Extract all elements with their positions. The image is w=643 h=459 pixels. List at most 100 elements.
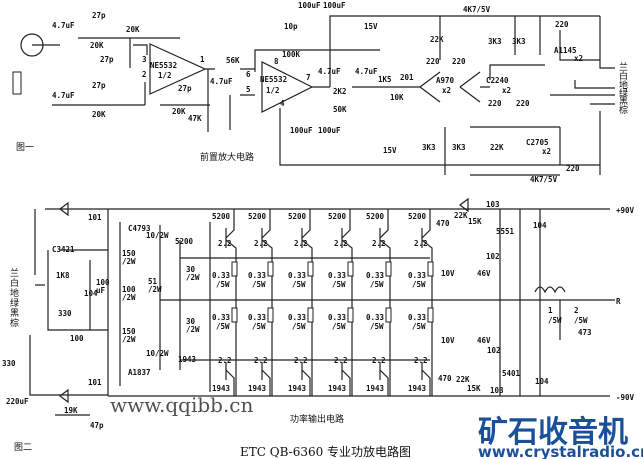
component-label: 3K3 bbox=[422, 143, 436, 152]
component-label: 100uF bbox=[318, 126, 341, 135]
component-label: x2 bbox=[502, 86, 511, 95]
component-label: 104 bbox=[535, 377, 549, 386]
emitter-resistor-rating: /5W bbox=[332, 322, 346, 331]
base-resistor-label: 2.2 bbox=[334, 239, 348, 248]
emitter-resistor bbox=[385, 261, 392, 277]
emitter-resistor-rating: /5W bbox=[370, 322, 384, 331]
component-label: /5W bbox=[574, 316, 588, 325]
emitter-resistor bbox=[267, 307, 274, 323]
component-label: 220 bbox=[516, 99, 530, 108]
base-resistor-label: 2.2 bbox=[254, 239, 268, 248]
output-transistor-pair bbox=[301, 209, 313, 396]
component-label: 220 bbox=[426, 57, 440, 66]
component-label: 473 bbox=[578, 328, 592, 337]
component-label: 100 bbox=[96, 278, 110, 287]
figure-caption-2: 图二 bbox=[14, 442, 32, 453]
component-label: 46V bbox=[477, 336, 491, 345]
base-resistor-label: 2.2 bbox=[414, 239, 428, 248]
component-label: 5 bbox=[246, 85, 251, 94]
diode-icon bbox=[459, 197, 469, 213]
component-label: 8 bbox=[274, 57, 279, 66]
component-label: 1/2 bbox=[158, 71, 172, 80]
component-label: 1 bbox=[200, 55, 205, 64]
component-label: C2240 bbox=[486, 76, 509, 85]
component-label: 470 bbox=[438, 374, 452, 383]
watermark-crystalradio: www.crystalradio.cn bbox=[478, 443, 643, 459]
component-label: 15K bbox=[467, 384, 481, 393]
component-label: 51 bbox=[148, 277, 158, 286]
component-label: /5W bbox=[548, 316, 562, 325]
diode-icon bbox=[59, 388, 69, 404]
transistor-label-5200: 5200 bbox=[248, 212, 267, 221]
component-label: 100uF bbox=[290, 126, 313, 135]
component-label: 1K5 bbox=[378, 75, 392, 84]
base-resistor-label: 2.2 bbox=[294, 239, 308, 248]
component-label: 10p bbox=[284, 22, 298, 31]
transistor-label-5200: 5200 bbox=[328, 212, 347, 221]
component-label: 470 bbox=[436, 219, 450, 228]
emitter-resistor-label: 0.33 bbox=[212, 313, 231, 322]
component-label: 150 bbox=[122, 327, 136, 336]
component-label: NE5532 bbox=[260, 75, 287, 84]
component-label: 4.7uF bbox=[318, 67, 341, 76]
component-label: /2W bbox=[122, 257, 136, 266]
emitter-resistor-label: 0.33 bbox=[288, 313, 307, 322]
emitter-resistor-rating: /5W bbox=[332, 280, 346, 289]
component-label: 103 bbox=[490, 386, 504, 395]
component-label: 103 bbox=[486, 200, 500, 209]
component-label: 220 bbox=[488, 99, 502, 108]
emitter-resistor-rating: /5W bbox=[412, 322, 426, 331]
component-label: 150 bbox=[122, 249, 136, 258]
emitter-resistor bbox=[231, 261, 238, 277]
component-label: 50K bbox=[333, 105, 347, 114]
component-label: 10V bbox=[441, 336, 455, 345]
component-label: 101 bbox=[88, 378, 102, 387]
component-label: 22K bbox=[490, 143, 504, 152]
component-label: 102 bbox=[486, 252, 500, 261]
component-label: 15V bbox=[383, 146, 397, 155]
component-label: x2 bbox=[442, 86, 451, 95]
component-label: 22K bbox=[430, 35, 444, 44]
component-label: 3K3 bbox=[452, 143, 466, 152]
emitter-resistor bbox=[267, 261, 274, 277]
terminal-label: 白 bbox=[619, 70, 628, 82]
component-label: 100K bbox=[282, 50, 301, 59]
component-label: 6 bbox=[246, 70, 251, 79]
emitter-resistor bbox=[347, 307, 354, 323]
component-label: 46V bbox=[477, 269, 491, 278]
output-transistor-pair bbox=[379, 209, 391, 396]
component-label: /2W bbox=[148, 285, 162, 294]
emitter-resistor-rating: /5W bbox=[252, 280, 266, 289]
wires bbox=[12, 15, 615, 416]
component-label: C3421 bbox=[52, 245, 75, 254]
component-label: uF bbox=[96, 286, 106, 295]
terminal-label: 地 bbox=[619, 79, 628, 91]
output-transistor-pair bbox=[341, 209, 353, 396]
component-label: 330 bbox=[58, 309, 72, 318]
component-label: 101 bbox=[88, 213, 102, 222]
emitter-resistor bbox=[427, 307, 434, 323]
component-label: /2W bbox=[186, 325, 200, 334]
emitter-resistor-label: 0.33 bbox=[288, 271, 307, 280]
component-label: 4K7/5V bbox=[530, 175, 558, 184]
component-label: 1 bbox=[548, 306, 553, 315]
transistor-label-5200: 5200 bbox=[288, 212, 307, 221]
component-label: C4793 bbox=[128, 224, 151, 233]
component-label: 27p bbox=[92, 81, 106, 90]
emitter-resistor-label: 0.33 bbox=[408, 271, 427, 280]
component-label: 100 bbox=[70, 334, 84, 343]
component-label: 22K bbox=[454, 211, 468, 220]
output-stage-columns bbox=[225, 209, 434, 396]
base-resistor-label: 2.2 bbox=[372, 356, 386, 365]
emitter-resistor-label: 0.33 bbox=[212, 271, 231, 280]
component-label: 10/2W bbox=[146, 349, 169, 358]
base-resistor-label: 2.2 bbox=[218, 356, 232, 365]
emitter-resistor-rating: /5W bbox=[216, 280, 230, 289]
output-transistor-pair bbox=[225, 209, 237, 396]
component-label: 2K2 bbox=[333, 87, 347, 96]
component-label: 10K bbox=[390, 93, 404, 102]
base-resistor-label: 2.2 bbox=[414, 356, 428, 365]
terminal-label: 黑 bbox=[619, 96, 628, 107]
diode-icon bbox=[59, 201, 69, 217]
